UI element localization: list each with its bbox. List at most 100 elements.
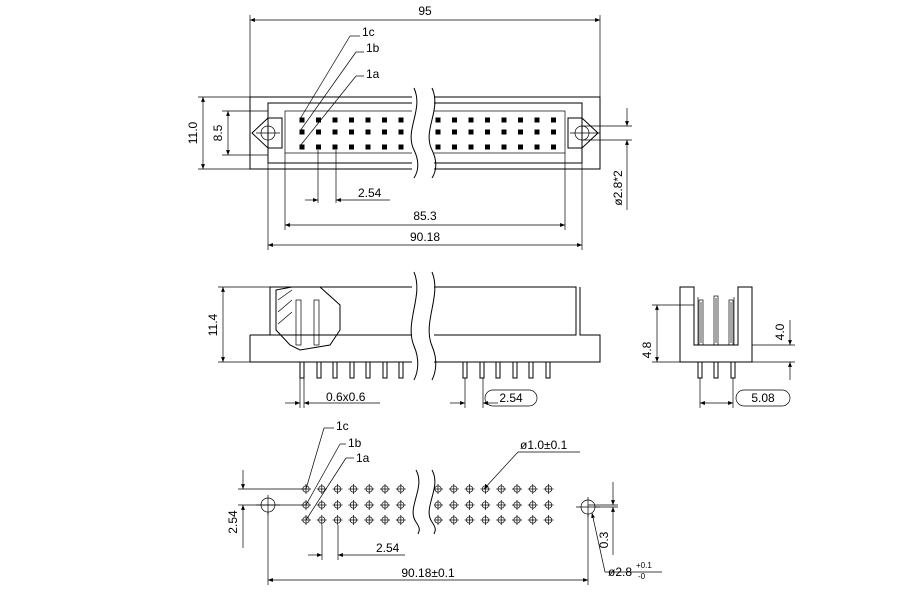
pcb-pin-hole [512, 515, 522, 525]
side-view: 4.8 4.0 5.08 [640, 286, 795, 408]
pcb-pin-hole [364, 484, 375, 494]
label-row-b: 1b [366, 41, 380, 55]
front-view: 11.4 0.6x0.6 2.54 [206, 271, 601, 408]
pcb-label-row-c: 1c [336, 419, 349, 433]
top-pin [452, 129, 457, 135]
top-pin [485, 117, 490, 123]
top-view: 95 11.0 8.5 1c 1b 1a 2.54 85.3 [186, 4, 632, 250]
pcb-pin-hole [395, 500, 406, 510]
pcb-pin-hole [364, 515, 375, 525]
top-pin [534, 117, 540, 123]
pcb-pin-hole [395, 484, 406, 494]
left-mount-ear [251, 117, 283, 149]
dim-pcb-pitch: 2.54 [376, 541, 400, 555]
pin-leg [349, 361, 355, 379]
top-pin [332, 117, 338, 123]
cutaway-section [275, 286, 341, 351]
pin-leg [382, 361, 388, 379]
dim-pin-size: 0.6x0.6 [326, 390, 366, 404]
pcb-pin-hole [448, 484, 459, 494]
top-pin [316, 117, 321, 123]
dim-pcb-mount-span: 90.18±0.1 [401, 566, 455, 580]
width-callout-box [735, 389, 791, 407]
pin-leg [462, 361, 468, 379]
pcb-pin-hole [380, 500, 390, 510]
dim-front-pitch: 2.54 [499, 391, 523, 405]
pcb-pin-hole [527, 500, 538, 510]
pin-leg [316, 361, 322, 379]
top-pin [501, 144, 507, 150]
contact-pin [313, 299, 320, 346]
dim-top-height: 11.0 [186, 121, 200, 144]
side-leg [730, 361, 736, 379]
top-pin [435, 117, 441, 123]
pcb-pin-hole [380, 515, 390, 525]
dim-pcb-offset: 0.3 [597, 531, 611, 548]
dim-front-height: 11.4 [206, 313, 220, 336]
dim-pcb-row-pitch: 2.54 [226, 510, 240, 534]
pin-leg [299, 361, 305, 379]
pcb-pin-hole [496, 500, 507, 510]
top-pin [299, 129, 305, 135]
top-pin-grid [299, 117, 556, 150]
dim-side-a: 4.8 [640, 341, 654, 358]
top-pin [382, 144, 387, 150]
top-pin [452, 117, 457, 123]
side-leg [697, 361, 703, 379]
top-pin [365, 144, 371, 150]
pcb-label-row-a: 1a [356, 451, 370, 465]
top-pin [452, 144, 457, 150]
top-pin [518, 144, 523, 150]
pcb-pin-hole [332, 515, 343, 525]
top-pin [501, 117, 507, 123]
dim-pcb-mount-hole-tol-lower: -0 [638, 572, 646, 581]
dim-side-b: 4.0 [773, 323, 787, 340]
pcb-pin-hole [316, 515, 327, 525]
pcb-pin-hole [480, 500, 491, 510]
pcb-pin-hole [316, 484, 327, 494]
dim-total-width: 95 [418, 4, 432, 18]
top-pin [468, 144, 474, 150]
top-pin [551, 144, 556, 150]
pitch-callout-box [484, 389, 538, 407]
pin-leg [479, 361, 485, 379]
top-pin [365, 129, 371, 135]
pcb-pin-hole [464, 484, 475, 494]
pcb-pin-hole [527, 515, 538, 525]
pcb-pin-hole [448, 515, 459, 525]
pcb-pin-hole [348, 484, 359, 494]
pcb-pin-hole [480, 484, 491, 494]
pin-leg [512, 361, 518, 379]
top-pin [534, 129, 540, 135]
dim-side-width: 5.08 [751, 391, 775, 405]
dim-top-inner-height: 8.5 [211, 124, 225, 141]
pcb-pin-hole [448, 500, 459, 510]
side-contact [713, 295, 719, 346]
dim-pcb-mount-hole: ø2.8 [608, 565, 632, 579]
pcb-pin-hole [332, 484, 343, 494]
top-pin [435, 144, 441, 150]
top-pin [485, 129, 490, 135]
top-pin [332, 129, 338, 135]
pcb-pin-hole [348, 515, 359, 525]
top-pin [382, 129, 387, 135]
top-pin [382, 117, 387, 123]
break-line-left [410, 87, 419, 179]
top-pin [299, 117, 305, 123]
side-contact [728, 299, 734, 346]
top-pin [316, 144, 321, 150]
dim-mount-span: 90.18 [410, 230, 440, 244]
pcb-pin-hole [364, 500, 375, 510]
top-pin [501, 129, 507, 135]
top-pin [518, 117, 523, 123]
right-mount-ear [567, 117, 600, 149]
dim-top-pitch: 2.54 [358, 186, 382, 200]
pcb-pin-hole [380, 484, 390, 494]
pcb-pin-hole [543, 484, 554, 494]
side-contact [698, 299, 704, 346]
top-pin [316, 129, 321, 135]
top-pin [332, 144, 338, 150]
pcb-pin-hole [348, 500, 359, 510]
top-pin [435, 129, 441, 135]
